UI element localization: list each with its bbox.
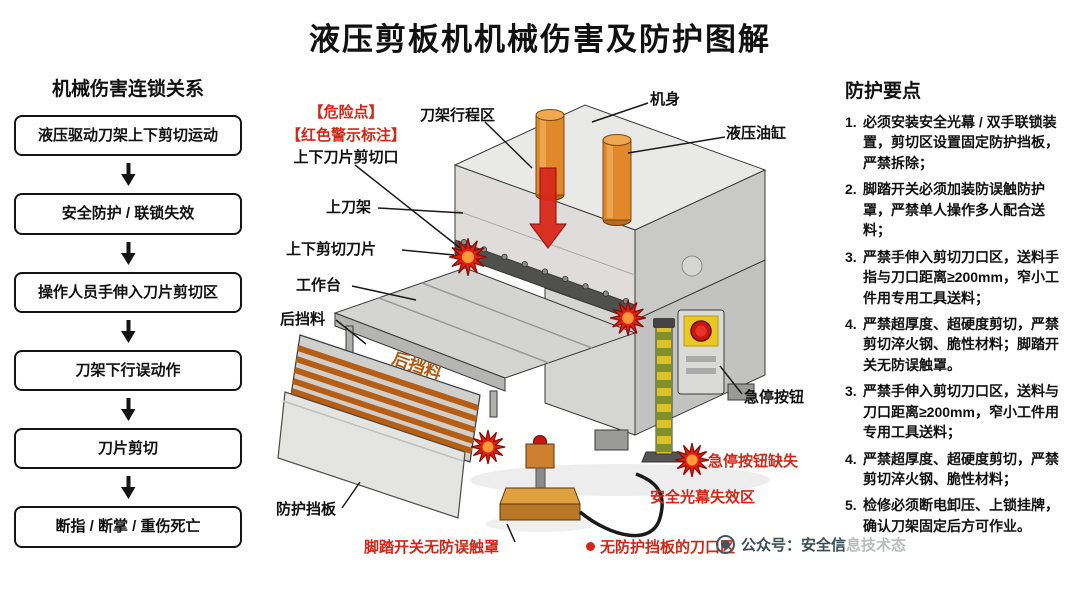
down-arrow-icon bbox=[120, 398, 136, 421]
danger-point-note: 【危险点】 【红色警示标注】 上下刀片剪切口 bbox=[268, 102, 424, 170]
injury-chain-flow: 机械伤害连锁关系 液压驱动刀架上下剪切运动 安全防护 / 联锁失效 操作人员手伸… bbox=[14, 74, 242, 548]
side-hole bbox=[681, 255, 703, 277]
protection-item: 3. 严禁手伸入剪切刀口区，送料与刀口距离≥200mm，窄小工件用专用工具送料； bbox=[845, 381, 1071, 442]
protection-item: 3. 严禁手伸入剪切刀口区，送料手指与刀口距离≥200mm，窄小工件用专用工具送… bbox=[845, 247, 1071, 308]
label-worktable: 工作台 bbox=[296, 277, 342, 294]
item-text: 严禁超厚度、超硬度剪切，严禁剪切淬火钢、脆性材料；脚踏开关无防误触罩。 bbox=[863, 315, 1059, 373]
item-number: 5. bbox=[845, 497, 857, 514]
down-arrow-icon bbox=[120, 163, 136, 187]
watermark: 公众号：安全信 息技术态 bbox=[716, 534, 906, 555]
label-upper-ram: 上刀架 bbox=[326, 199, 372, 216]
protection-item: 4. 严禁超厚度、超硬度剪切，严禁剪切淬火钢、脆性材料； bbox=[845, 449, 1071, 490]
protection-points: 防护要点 1. 必须安装安全光幕 / 双手联锁装置，剪切区设置固定防护挡板，严禁… bbox=[845, 76, 1071, 542]
protection-item: 1. 必须安装安全光幕 / 双手联锁装置，剪切区设置固定防护挡板，严禁拆除； bbox=[845, 112, 1071, 173]
flow-step-4: 刀架下行误动作 bbox=[14, 349, 242, 391]
item-number: 1. bbox=[845, 114, 857, 130]
danger-note-line1: 【危险点】 bbox=[308, 104, 384, 121]
item-number: 3. bbox=[845, 383, 857, 400]
ram-stroke-down-arrow bbox=[529, 167, 567, 249]
danger-note-line3: 上下刀片剪切口 bbox=[293, 149, 399, 166]
worktable bbox=[333, 267, 637, 418]
points-header: 防护要点 bbox=[845, 81, 922, 102]
label-unguarded-blade-zone: 无防护挡板的刀口区 bbox=[586, 536, 735, 557]
down-arrow-icon bbox=[120, 319, 136, 343]
flow-step-6: 断指 / 断掌 / 重伤死亡 bbox=[14, 506, 242, 548]
item-text: 严禁手伸入剪切刀口区，送料与刀口距离≥200mm，窄小工件用专用工具送料； bbox=[863, 383, 1059, 441]
item-text: 必须安装安全光幕 / 双手联锁装置，剪切区设置固定防护挡板，严禁拆除； bbox=[863, 114, 1059, 171]
item-text: 脚踏开关必须加装防误触防护罩，严禁单人操作多人配合送料； bbox=[863, 181, 1045, 239]
back-gauge-panel bbox=[289, 334, 481, 463]
protection-item: 4. 严禁超厚度、超硬度剪切，严禁剪切淬火钢、脆性材料；脚踏开关无防误触罩。 bbox=[845, 314, 1071, 375]
machine-illustration bbox=[277, 102, 770, 543]
protection-item: 2. 脚踏开关必须加装防误触防护罩，严禁单人操作多人配合送料； bbox=[845, 179, 1071, 240]
danger-note-line2: 【红色警示标注】 bbox=[285, 126, 406, 144]
protection-item: 5. 检修必须断电卸压、上锁挂牌，确认刀架固定后方可作业。 bbox=[845, 495, 1071, 536]
item-text: 检修必须断电卸压、上锁挂牌，确认刀架固定后方可作业。 bbox=[863, 497, 1059, 534]
flow-header: 机械伤害连锁关系 bbox=[51, 79, 204, 100]
flow-step-2: 安全防护 / 联锁失效 bbox=[14, 193, 242, 235]
item-number: 4. bbox=[845, 315, 857, 332]
item-number: 2. bbox=[845, 181, 857, 198]
label-shear-blades: 上下剪切刀片 bbox=[286, 241, 377, 258]
label-protective-plate: 防护挡板 bbox=[276, 501, 337, 518]
burst-panel bbox=[470, 429, 506, 465]
unguarded-blade-zone-text: 无防护挡板的刀口区 bbox=[600, 539, 736, 556]
flow-step-1: 液压驱动刀架上下剪切运动 bbox=[14, 115, 242, 157]
watermark-logo-icon bbox=[716, 535, 735, 554]
label-light-curtain-failure: 安全光幕失效区 bbox=[650, 489, 756, 506]
leader-lines bbox=[335, 102, 743, 543]
label-ram-travel-zone: 刀架行程区 bbox=[420, 107, 496, 124]
label-back-gauge: 后挡料 bbox=[280, 311, 326, 328]
watermark-text-gray: 息技术态 bbox=[846, 537, 907, 554]
pedal-cable bbox=[578, 472, 664, 538]
foot-pedal bbox=[499, 435, 664, 538]
item-number: 3. bbox=[845, 248, 857, 265]
down-arrow-icon bbox=[120, 476, 136, 500]
estop-control-box bbox=[677, 309, 725, 395]
label-hydraulic-cylinder: 液压油缸 bbox=[726, 125, 787, 142]
down-arrow-icon bbox=[120, 241, 136, 265]
flow-step-5: 刀片剪切 bbox=[14, 428, 242, 470]
label-estop-missing: 急停按钮缺失 bbox=[708, 453, 799, 470]
item-text: 严禁超厚度、超硬度剪切，严禁剪切淬火钢、脆性材料； bbox=[863, 450, 1059, 487]
page-title: 液压剪板机机械伤害及防护图解 bbox=[309, 22, 771, 57]
item-text: 严禁手伸入剪切刀口区，送料手指与刀口距离≥200mm，窄小工件用专用工具送料； bbox=[863, 248, 1059, 306]
flow-step-3: 操作人员手伸入刀片剪切区 bbox=[14, 271, 242, 313]
label-machine-body: 机身 bbox=[650, 91, 681, 108]
protective-plate-panel bbox=[277, 391, 466, 519]
label-estop-button: 急停按钮 bbox=[744, 389, 805, 406]
label-foot-switch-warning: 脚踏开关无防误触罩 bbox=[364, 539, 500, 556]
watermark-text-dark: 公众号：安全信 bbox=[741, 537, 847, 554]
item-number: 4. bbox=[845, 450, 857, 467]
red-dot-icon bbox=[586, 542, 595, 551]
light-curtain bbox=[641, 318, 685, 463]
